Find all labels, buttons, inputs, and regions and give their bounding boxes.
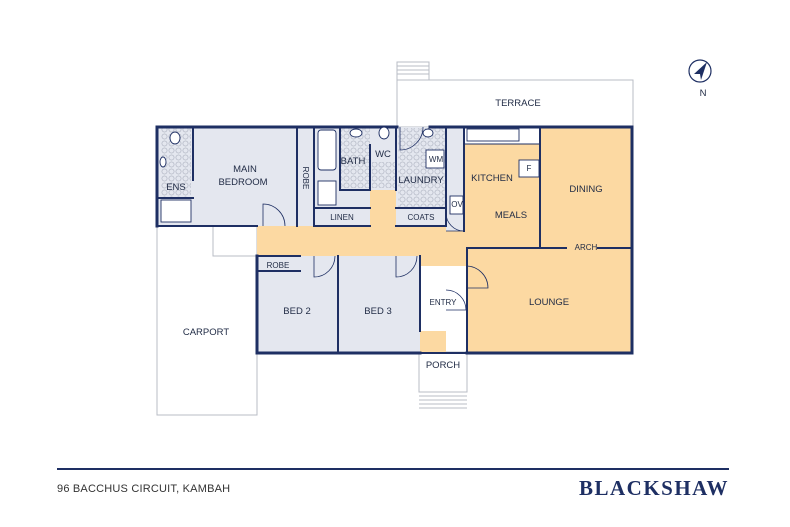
label-robe-bed2: ROBE bbox=[267, 261, 290, 270]
property-address: 96 BACCHUS CIRCUIT, KAMBAH bbox=[57, 483, 231, 495]
label-carport: CARPORT bbox=[183, 327, 229, 338]
label-terrace: TERRACE bbox=[495, 98, 540, 109]
kitchen-bench bbox=[466, 128, 520, 142]
laundry-tub bbox=[422, 128, 434, 138]
label-laundry: LAUNDRY bbox=[398, 175, 444, 186]
label-arch: ARCH bbox=[575, 243, 598, 252]
carport-area bbox=[156, 225, 258, 416]
label-bed2: BED 2 bbox=[283, 306, 310, 317]
label-porch: PORCH bbox=[426, 360, 460, 371]
label-ov: OV bbox=[451, 200, 463, 209]
label-ens: ENS bbox=[166, 182, 186, 193]
walls bbox=[155, 125, 634, 355]
label-main-bedroom-1: MAIN bbox=[233, 164, 257, 175]
washing-machine bbox=[425, 149, 445, 169]
label-entry: ENTRY bbox=[430, 298, 458, 307]
ens-basin bbox=[159, 156, 167, 168]
ens-toilet bbox=[169, 131, 181, 145]
label-lounge: LOUNGE bbox=[529, 297, 569, 308]
shower-bath bbox=[317, 180, 337, 206]
label-coats: COATS bbox=[408, 213, 435, 222]
fridge bbox=[518, 159, 540, 178]
fixtures bbox=[159, 126, 540, 223]
ens-shower bbox=[160, 199, 192, 223]
label-bed3: BED 3 bbox=[364, 306, 391, 317]
label-main-bedroom-2: BEDROOM bbox=[218, 177, 267, 188]
label-robe-main: ROBE bbox=[301, 167, 310, 190]
bath-basin bbox=[349, 128, 363, 138]
label-wm: WM bbox=[429, 155, 444, 164]
label-kitchen: KITCHEN bbox=[471, 173, 513, 184]
label-wc: WC bbox=[375, 149, 391, 160]
terrace-steps bbox=[396, 61, 430, 81]
brand-logo: BLACKSHAW bbox=[578, 476, 729, 500]
label-meals: MEALS bbox=[495, 210, 527, 221]
door-swings bbox=[262, 126, 489, 311]
label-linen: LINEN bbox=[330, 213, 354, 222]
oven bbox=[449, 195, 464, 215]
bathtub bbox=[317, 129, 337, 171]
wc-toilet bbox=[378, 126, 390, 140]
label-dining: DINING bbox=[569, 184, 602, 195]
compass-icon bbox=[688, 59, 712, 83]
compass-label: N bbox=[700, 88, 707, 99]
footer-divider bbox=[57, 468, 729, 470]
label-fridge: F bbox=[527, 164, 532, 173]
label-bath: BATH bbox=[341, 156, 366, 167]
